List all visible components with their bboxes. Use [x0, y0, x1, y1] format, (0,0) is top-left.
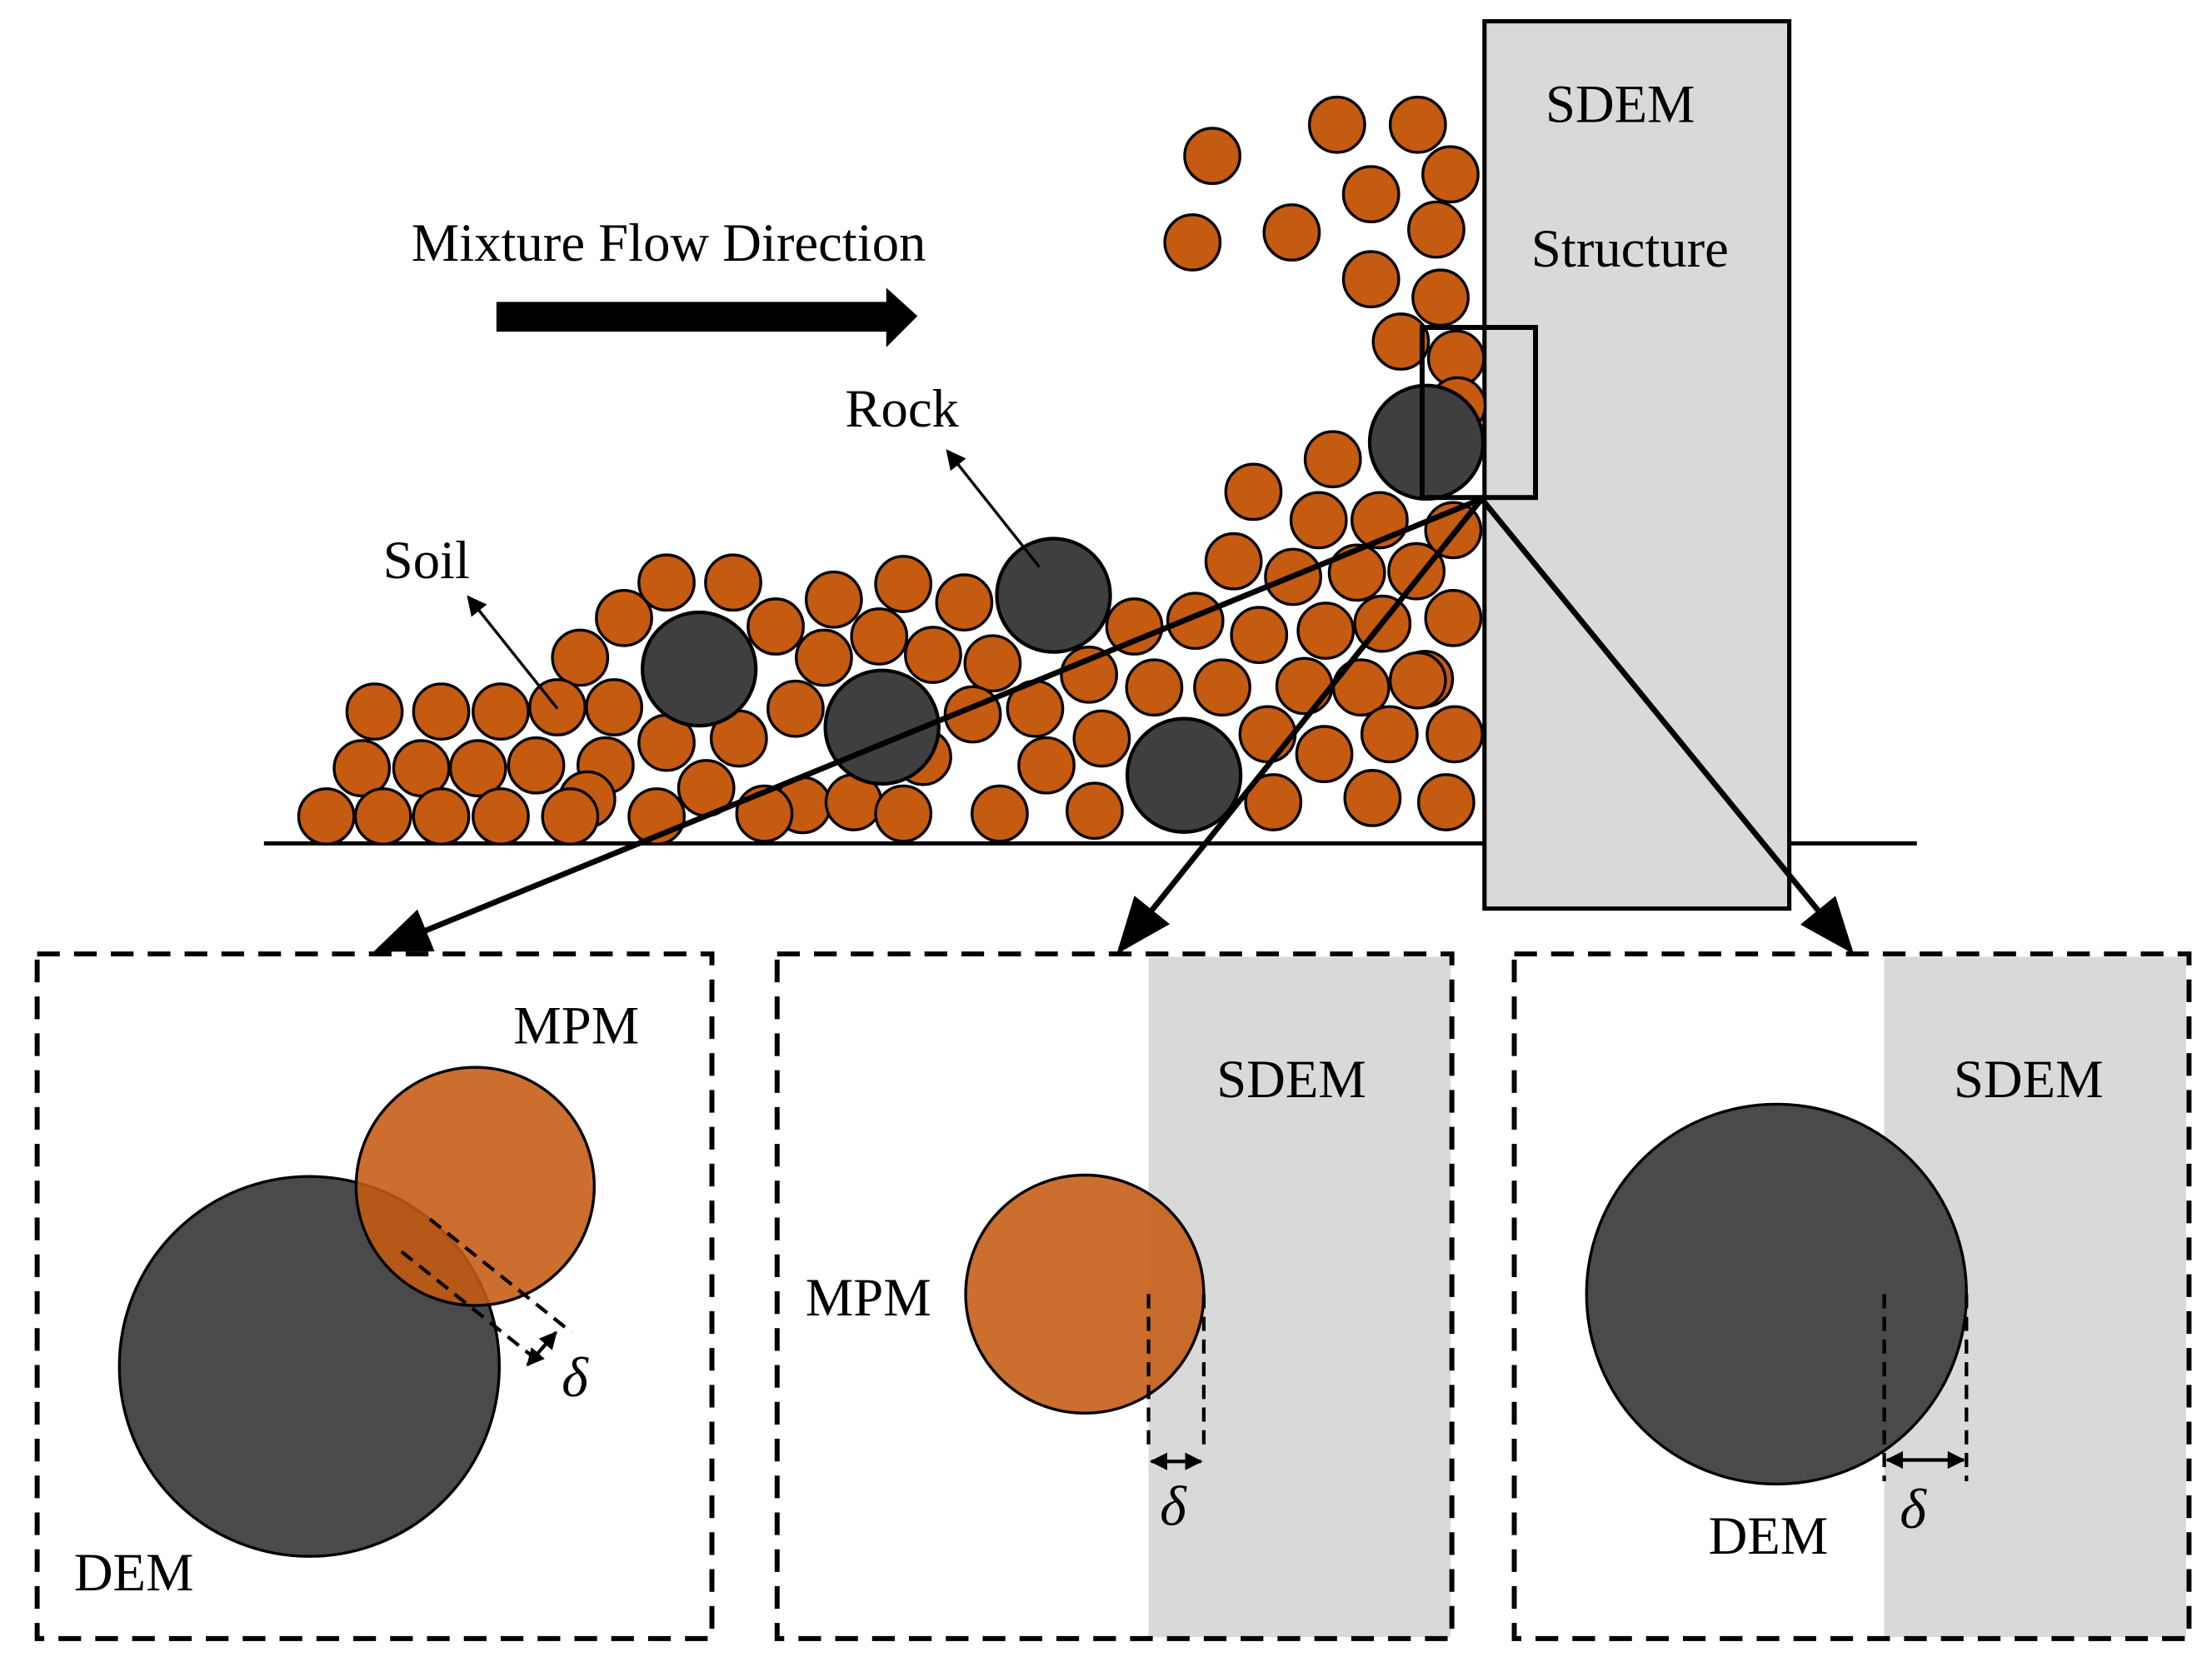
panel1-delta-symbol: δ: [562, 1345, 589, 1409]
callout-arrow-1: [373, 496, 1483, 953]
rock-particle: [1125, 716, 1243, 834]
callout-arrow-2: [1116, 497, 1485, 955]
soil-particle: [1224, 462, 1283, 522]
soil-particle: [1275, 656, 1334, 716]
soil-particle: [1416, 773, 1475, 831]
panel2-mpm-label: MPM: [806, 1267, 931, 1327]
soil-particle: [1303, 430, 1362, 489]
soil-particle: [1388, 651, 1447, 710]
soil-particle: [971, 784, 1029, 843]
structure-title: SDEM: [1545, 73, 1695, 133]
rock-particle: [1367, 383, 1485, 502]
soil-particle: [1163, 213, 1222, 272]
flow-direction-arrow: [496, 287, 918, 347]
soil-particle: [353, 787, 412, 846]
soil-particle: [1327, 543, 1386, 602]
soil-particle: [1244, 773, 1303, 831]
soil-particle: [1066, 781, 1124, 841]
soil-particle: [704, 553, 762, 612]
rock-label: Rock: [845, 378, 959, 438]
soil-particle: [595, 588, 653, 647]
callout-arrow-3: [1479, 497, 1855, 955]
soil-particle: [297, 787, 356, 846]
panel-dem-sdem: SDEM DEM δ: [1511, 951, 2192, 1641]
panel3-sdem-label: SDEM: [1954, 1049, 2104, 1109]
soil-particle: [1262, 203, 1321, 262]
soil-particle: [1238, 705, 1297, 764]
structure-subtitle: Structure: [1531, 218, 1729, 278]
panel1-gap-arrow: [526, 1330, 557, 1367]
soil-particle: [1411, 268, 1470, 327]
rock-particle: [640, 610, 758, 728]
panel2-delta-symbol: δ: [1160, 1475, 1187, 1538]
rock-pointer: [946, 449, 1041, 568]
soil-particle: [874, 784, 933, 843]
panel1-mpm-particle: [354, 1066, 596, 1307]
soil-particle: [1060, 646, 1118, 704]
soil-particle: [874, 555, 933, 613]
soil-particle: [507, 736, 566, 795]
soil-particle: [850, 607, 909, 666]
panel-mpm-dem: MPM DEM δ: [34, 951, 715, 1641]
soil-particle: [551, 628, 610, 687]
soil-particle: [1295, 725, 1354, 784]
soil-particle: [345, 682, 404, 741]
rock-particles: [640, 383, 1485, 834]
soil-particle: [472, 787, 530, 846]
soil-particle: [1341, 250, 1401, 309]
soil-particle: [1072, 709, 1131, 768]
soil-particle: [412, 682, 471, 741]
soil-particles: [297, 95, 1487, 846]
soil-particle: [1289, 491, 1348, 550]
soil-particle: [1105, 597, 1164, 656]
panel2-sdem-label: SDEM: [1216, 1049, 1366, 1109]
soil-particle: [412, 787, 471, 846]
soil-particle: [904, 626, 962, 684]
soil-particle: [1426, 705, 1484, 764]
soil-particle: [766, 679, 825, 738]
soil-particle: [935, 573, 994, 631]
soil-particle: [637, 553, 696, 612]
soil-particle: [1125, 658, 1184, 717]
soil-particle: [448, 739, 507, 798]
soil-pointer: [467, 595, 559, 710]
soil-particle: [1421, 145, 1480, 204]
soil-particle: [1183, 127, 1241, 186]
panel3-delta-symbol: δ: [1900, 1477, 1927, 1540]
soil-particle: [746, 597, 805, 656]
soil-particle: [1407, 200, 1466, 259]
soil-particle: [1193, 658, 1251, 717]
soil-particle: [1360, 705, 1419, 764]
soil-particle: [332, 739, 392, 798]
soil-particle: [1017, 736, 1076, 795]
panel3-dem-particle: [1585, 1102, 1968, 1486]
soil-particle: [541, 787, 600, 846]
soil-particle: [1371, 312, 1431, 371]
soil-particle: [1307, 95, 1366, 154]
soil-particle: [1296, 601, 1356, 661]
soil-label: Soil: [383, 530, 470, 590]
soil-particle: [804, 570, 863, 629]
soil-particle: [1230, 606, 1289, 665]
soil-particle: [795, 628, 853, 687]
soil-particle: [585, 678, 643, 736]
soil-particle: [1424, 588, 1483, 647]
panel2-mpm-particle: [964, 1173, 1206, 1415]
rock-particle: [995, 537, 1112, 654]
panel3-dem-label: DEM: [1709, 1505, 1829, 1565]
soil-particle: [963, 634, 1022, 693]
soil-particle: [1204, 532, 1263, 591]
soil-particle: [1343, 769, 1402, 827]
panel-mpm-sdem: SDEM MPM δ: [774, 951, 1455, 1641]
soil-particle: [472, 682, 530, 741]
flow-direction-label: Mixture Flow Direction: [412, 212, 926, 272]
soil-particle: [1387, 542, 1446, 601]
soil-particle: [1341, 165, 1401, 223]
soil-particle: [1388, 95, 1447, 154]
soil-particle: [1166, 591, 1225, 651]
panel1-dem-label: DEM: [74, 1542, 194, 1602]
panel1-mpm-label: MPM: [513, 995, 639, 1055]
sdem-structure: [1482, 18, 1792, 911]
